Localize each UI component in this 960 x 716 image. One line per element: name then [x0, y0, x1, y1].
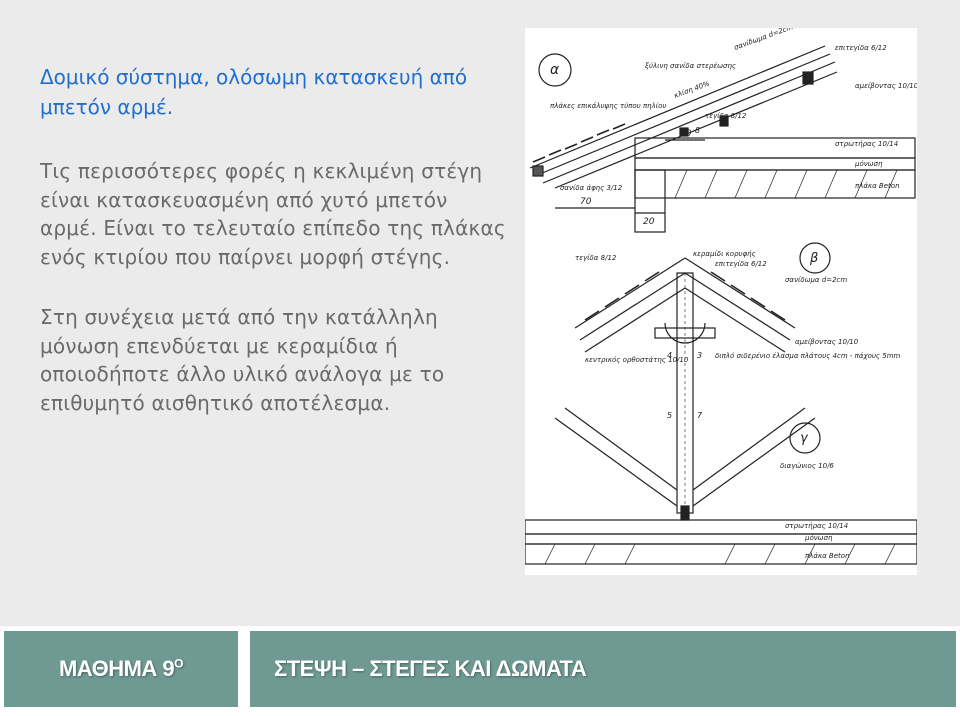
- column: [634, 169, 666, 233]
- bottom-sill: [525, 519, 917, 535]
- label-num-8: 8: [695, 126, 700, 135]
- paragraph-1: Τις περισσότερες φορές η κεκλιμένη στέγη…: [40, 159, 506, 269]
- slide-title: Δομικό σύστημα, ολόσωμη κατασκευή από μπ…: [40, 65, 468, 119]
- label-num-4: 4: [667, 351, 672, 360]
- label-b: β: [809, 251, 818, 266]
- label-strotiras-c: στρωτήρας 10/14: [785, 522, 848, 530]
- diagonal-right: [692, 417, 816, 507]
- paragraph-2: Στη συνέχεια μετά από την κατάλληλη μόνω…: [40, 305, 445, 415]
- ridge-left-low: [584, 287, 686, 353]
- roof-construction-drawing: α σανίδωμα d=2cm επιτεγίδα 6/12 ξύλινη σ…: [525, 28, 917, 575]
- footer-lesson-box: ΜΑΘΗΜΑ 9Ο: [4, 631, 238, 707]
- rafter-mid: [534, 53, 831, 177]
- label-ameivontas-b: αμείβοντας 10/10: [795, 338, 859, 346]
- lesson-subject: ΣΤΕΨΗ – ΣΤΕΓΕΣ ΚΑΙ ΔΩΜΑΤΑ: [274, 656, 587, 681]
- bottom-insulation: [525, 533, 917, 545]
- label-ameivontas-a: αμείβοντας 10/10: [855, 82, 917, 90]
- lesson-label: ΜΑΘΗΜΑ 9: [58, 656, 175, 681]
- label-dim-70: 70: [580, 197, 592, 207]
- label-num-3: 3: [697, 351, 702, 360]
- label-plaka-a: πλάκα Beton: [855, 182, 900, 190]
- ridge-right-low: [684, 287, 786, 353]
- label-diplo: διπλό σιδερένιο έλασμα πλάτους 4cm - πάχ…: [715, 352, 901, 360]
- rafter-low: [542, 61, 836, 184]
- label-sanido-afis: σανίδα άφης 3/12: [560, 184, 623, 192]
- label-keramidi: κεραμίδι κορυφής: [693, 250, 756, 258]
- label-sanidoma: σανίδωμα d=2cm: [733, 28, 794, 52]
- diagonal-right-2: [692, 407, 806, 491]
- detail-a-circle: [538, 53, 572, 87]
- ridge-right-top: [684, 257, 796, 329]
- ridge-left-mid: [579, 272, 686, 341]
- rafter-bottom: [554, 71, 838, 189]
- label-tegida-b: τεγίδα 8/12: [575, 254, 617, 262]
- label-strotiras-a: στρωτήρας 10/14: [835, 140, 898, 148]
- detail-b-circle: [799, 242, 831, 274]
- label-monosi-a: μόνωση: [854, 160, 883, 168]
- text-column: Δομικό σύστημα, ολόσωμη κατασκευή από μπ…: [40, 62, 510, 449]
- label-xylini: ξύλινη σανίδα στερέωσης: [644, 62, 736, 70]
- diagonal-left-2: [564, 407, 678, 491]
- ridge-right-mid: [684, 272, 791, 341]
- label-plaka-c: πλάκα Beton: [805, 552, 850, 560]
- drawing-svg: α σανίδωμα d=2cm επιτεγίδα 6/12 ξύλινη σ…: [525, 28, 917, 565]
- label-epitegida-b: επιτεγίδα 6/12: [715, 260, 767, 268]
- ridge-arc: [664, 322, 706, 344]
- lesson-number: ΜΑΘΗΜΑ 9Ο: [58, 656, 184, 682]
- label-kentrikos: κεντρικός ορθοστάτης 10/10: [585, 356, 689, 364]
- label-dim-20: 20: [643, 217, 655, 227]
- label-epitegida-a: επιτεγίδα 6/12: [835, 44, 887, 52]
- bottom-beton: [525, 543, 917, 565]
- slide-content-area: Δομικό σύστημα, ολόσωμη κατασκευή από μπ…: [0, 0, 960, 626]
- lesson-superscript: Ο: [174, 656, 184, 671]
- label-dim-30: 30: [680, 129, 692, 139]
- rafter-top: [529, 45, 826, 169]
- tie-beam: [654, 327, 716, 339]
- label-monosi-c: μόνωση: [804, 534, 833, 542]
- footer-subject-box: ΣΤΕΨΗ – ΣΤΕΓΕΣ ΚΑΙ ΔΩΜΑΤΑ: [250, 631, 956, 707]
- label-diagonios: διαγώνιος 10/6: [780, 462, 834, 470]
- label-c: γ: [800, 431, 809, 446]
- label-sanidoma-b: σανίδωμα d=2cm: [785, 276, 847, 284]
- diagonal-left: [554, 417, 678, 507]
- label-plakes: πλάκες επικάλυψης τύπου πηλίου: [550, 102, 666, 110]
- label-num-5: 5: [667, 411, 672, 420]
- label-tegida: τεγίδα 8/12: [705, 112, 747, 120]
- label-num-7: 7: [697, 411, 703, 420]
- ridge-left-top: [574, 257, 686, 329]
- label-kliski: κλίση 40%: [673, 79, 711, 99]
- label-a: α: [550, 62, 560, 78]
- detail-c-circle: [789, 422, 821, 454]
